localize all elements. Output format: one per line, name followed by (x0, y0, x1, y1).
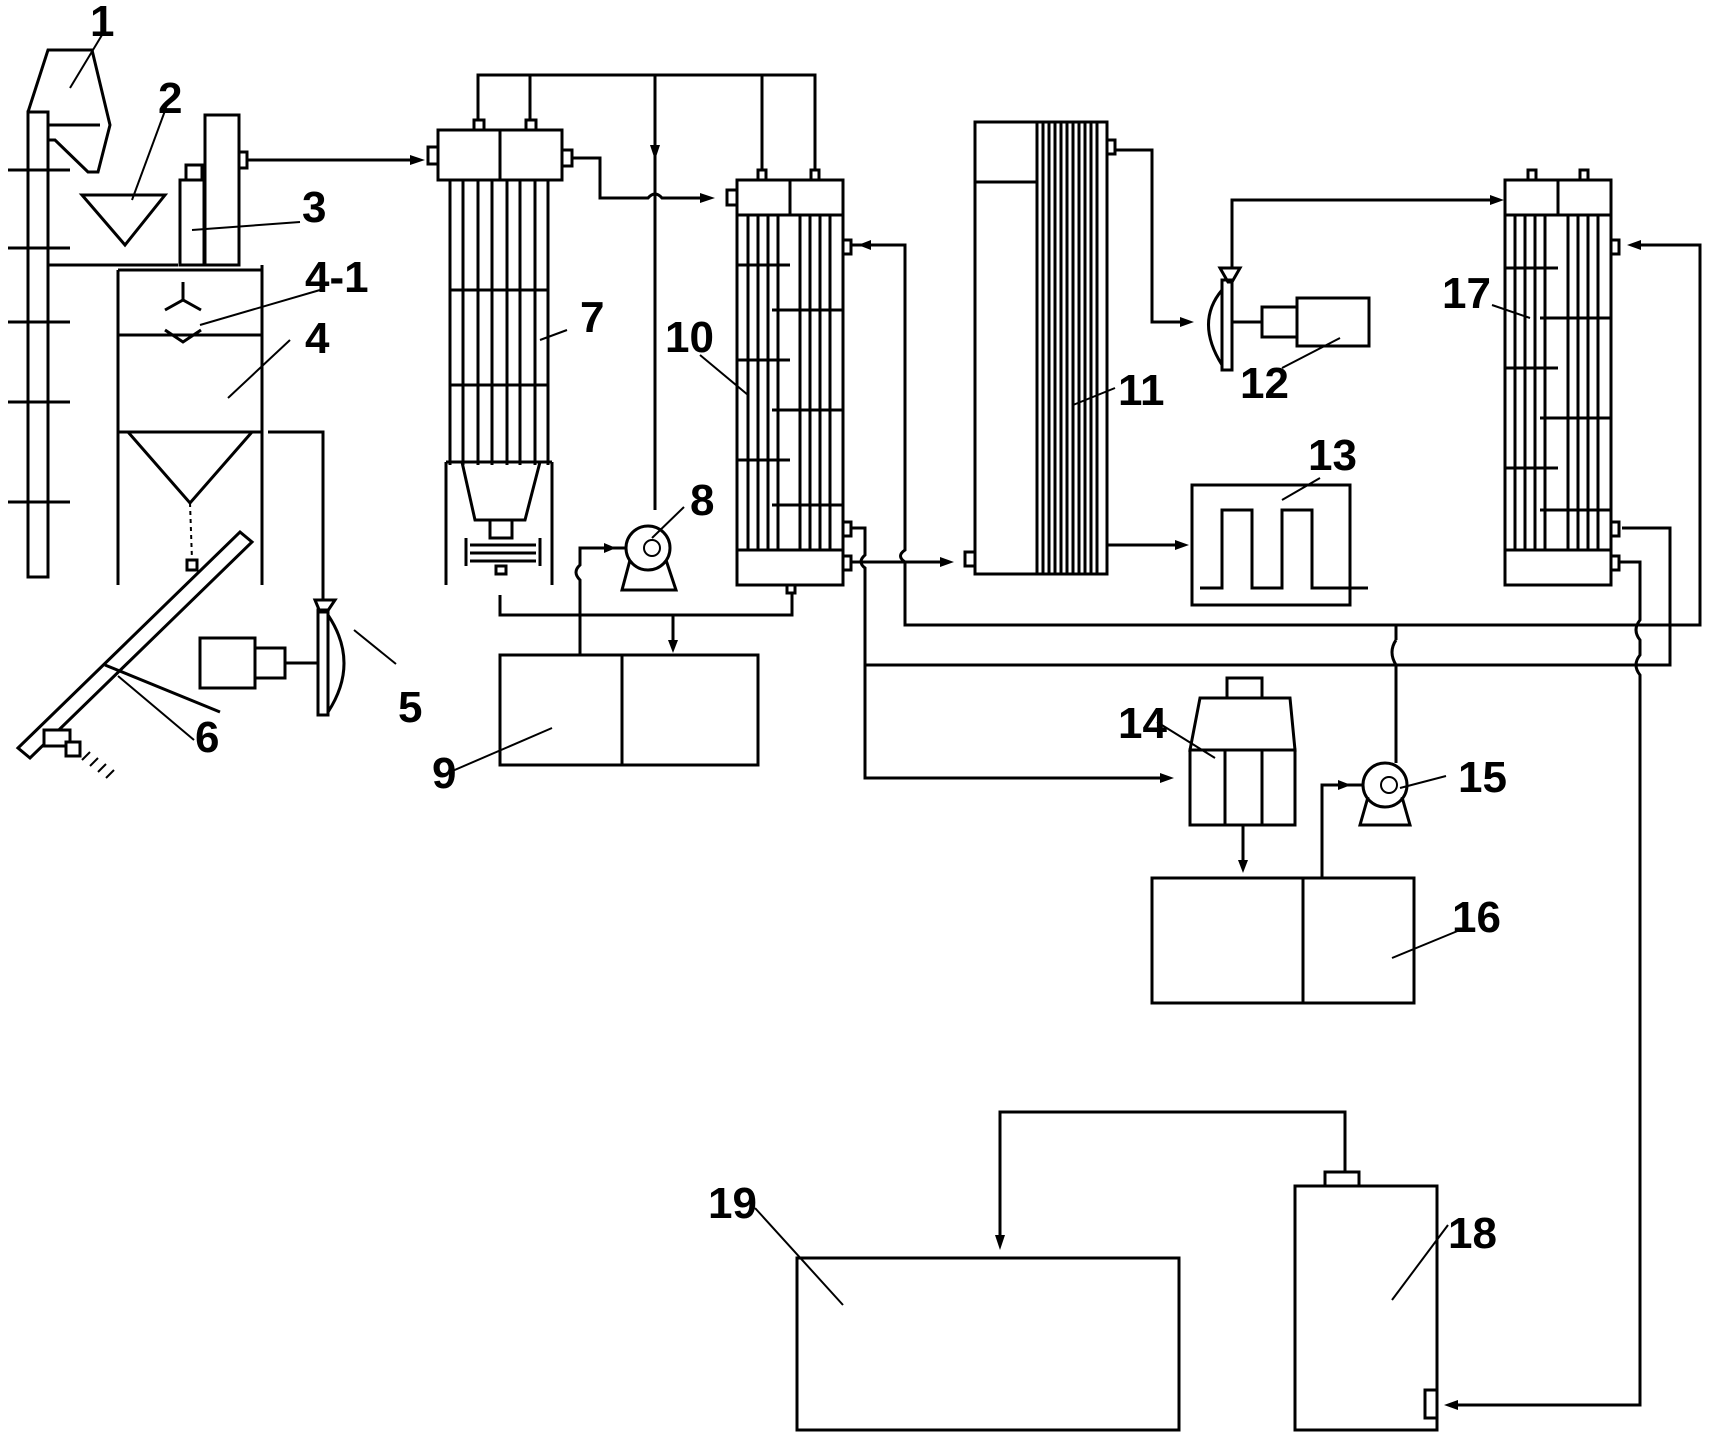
label-5: 5 (398, 683, 422, 732)
screw-feeder (178, 113, 241, 267)
label-9: 9 (432, 749, 456, 798)
pump-15 (1320, 625, 1412, 878)
feed-hopper (48, 193, 178, 267)
label-19: 19 (708, 1179, 757, 1228)
leader-lines (69, 29, 1531, 1306)
plate-condenser-11 (963, 120, 1117, 576)
label-11: 11 (1118, 366, 1165, 415)
pipe-filter-to-cooler (572, 156, 700, 200)
tank-16 (1150, 876, 1416, 1005)
label-10: 10 (665, 313, 714, 362)
label-17: 17 (1442, 269, 1491, 318)
return-line (1458, 560, 1642, 1407)
label-7: 7 (580, 293, 604, 342)
tank-18 (995, 1110, 1439, 1432)
cooling-loop-1 (851, 243, 1702, 627)
fan-12 (1207, 195, 1504, 372)
bag-filter-7 (426, 118, 574, 585)
reactor-vessel (116, 265, 264, 585)
label-8: 8 (690, 476, 714, 525)
label-13: 13 (1308, 431, 1357, 480)
label-6: 6 (195, 713, 219, 762)
heat-exchanger-17 (1503, 168, 1621, 587)
label-16: 16 (1452, 893, 1501, 942)
tank-19 (795, 1256, 1181, 1432)
blower-5 (198, 430, 346, 717)
heat-exchanger-10 (725, 168, 853, 595)
label-4: 4 (305, 314, 330, 363)
label-15: 15 (1458, 753, 1507, 802)
top-manifold (476, 73, 817, 180)
label-18: 18 (1448, 1209, 1497, 1258)
pipe-condenser-to-fan (1115, 148, 1180, 324)
labels: 1 2 3 4-1 4 5 6 7 8 9 10 11 12 13 14 15 … (90, 0, 1507, 1258)
tank-13 (1107, 483, 1368, 607)
label-3: 3 (302, 183, 326, 232)
label-14: 14 (1118, 699, 1167, 748)
label-4-1: 4-1 (305, 253, 369, 302)
tank-9 (498, 585, 794, 767)
separator-14 (1188, 676, 1297, 873)
screw-conveyor (15, 529, 255, 779)
label-2: 2 (158, 74, 182, 123)
label-12: 12 (1240, 359, 1289, 408)
pump-8 (574, 524, 679, 655)
bucket-elevator (8, 48, 112, 579)
label-1: 1 (90, 0, 114, 46)
